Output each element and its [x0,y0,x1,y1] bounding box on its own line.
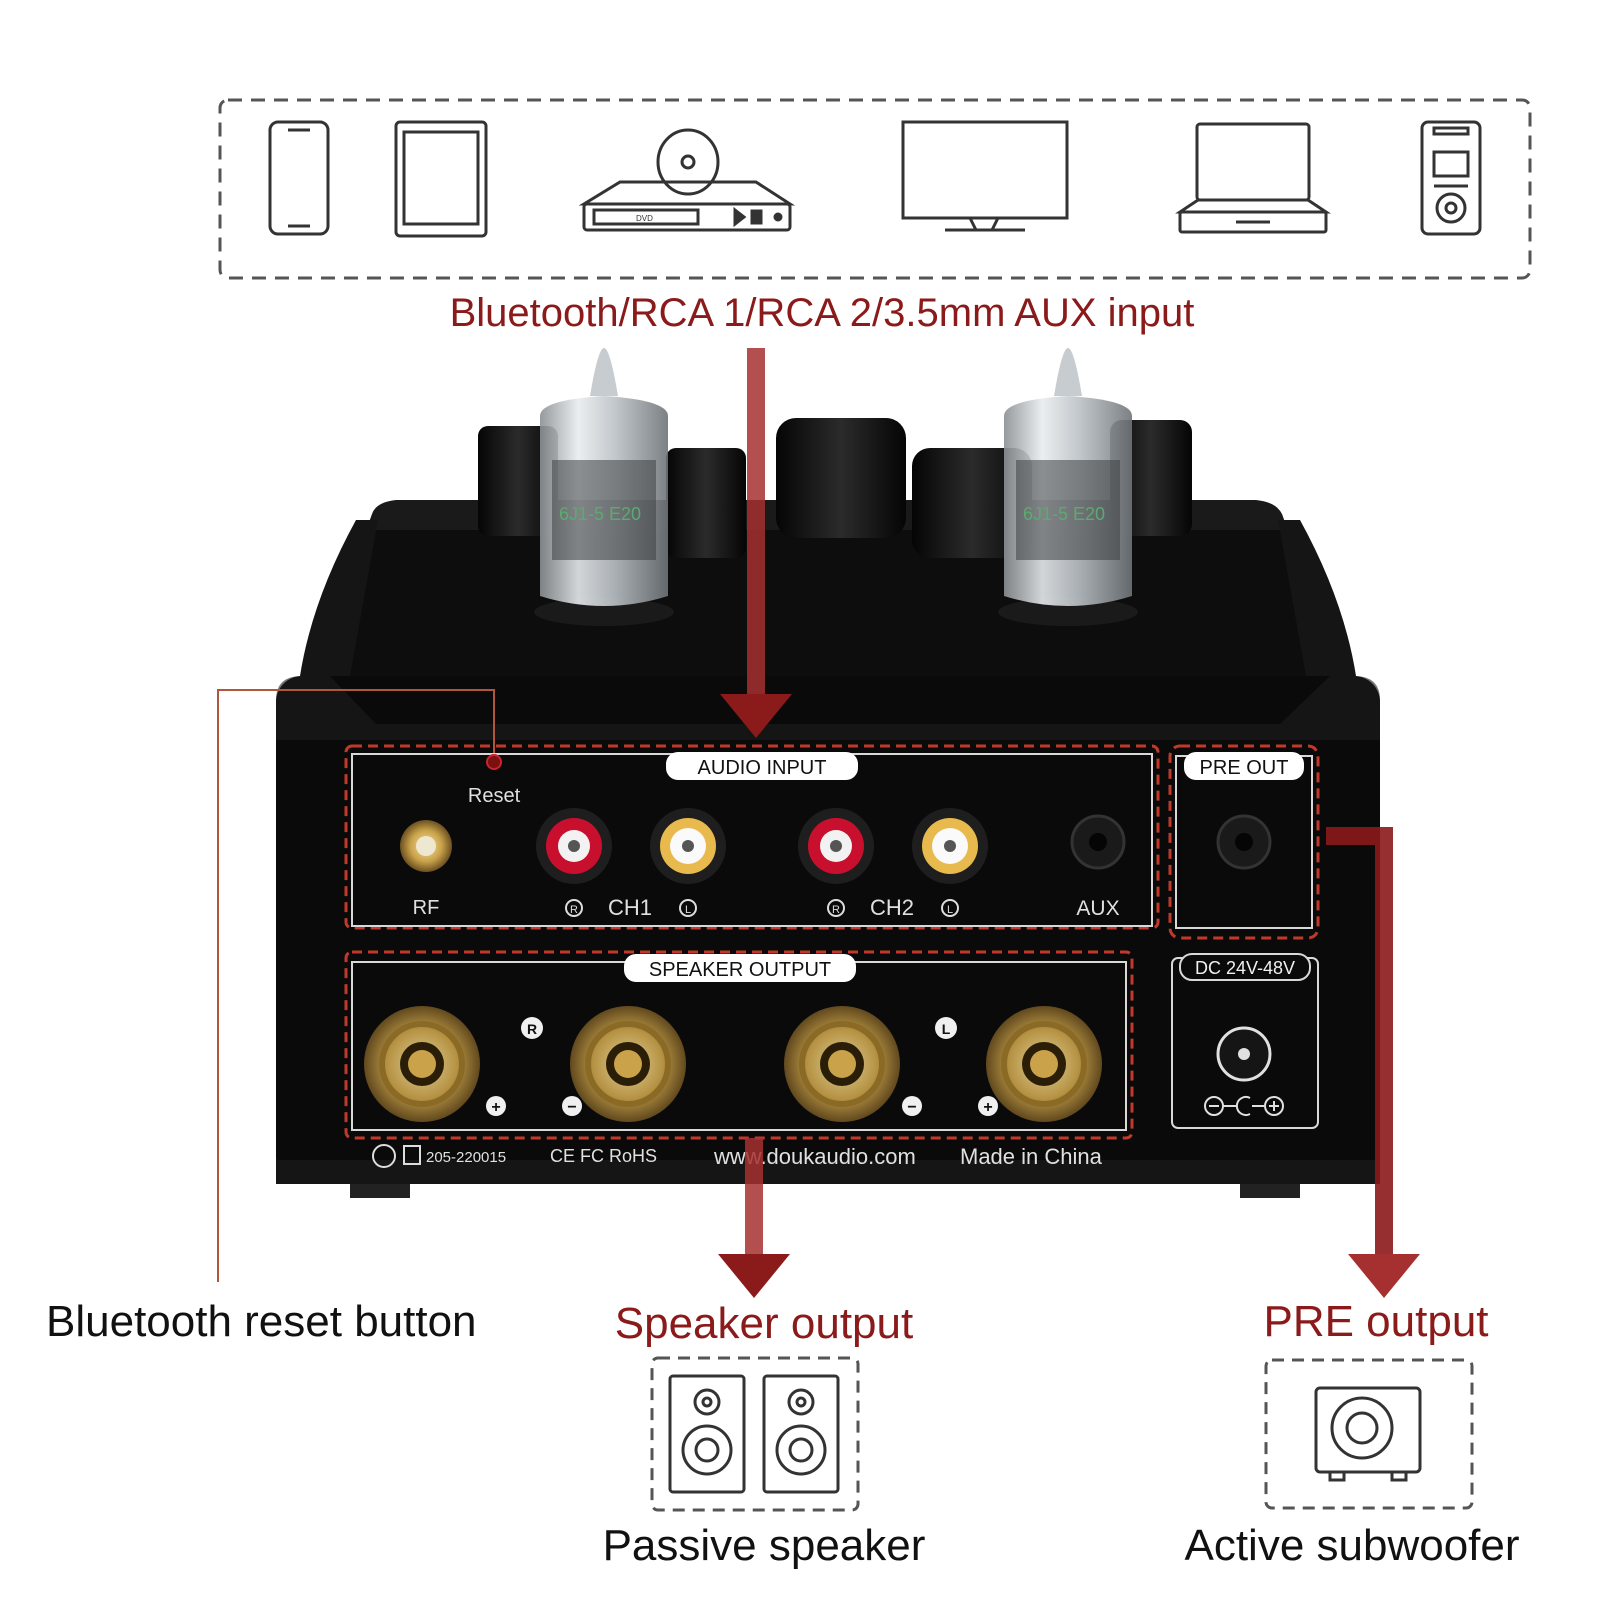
aux-jack[interactable] [1070,814,1126,870]
ch1-r-rca-jack[interactable] [536,808,612,884]
speaker-terminal-l-minus[interactable] [784,1006,900,1122]
source-devices-box: DVD [218,98,1532,280]
speaker-terminal-l-plus[interactable] [986,1006,1102,1122]
tablet-icon [394,120,488,238]
active-subwoofer-box [1264,1358,1474,1510]
aux-label: AUX [1076,897,1119,920]
polarity-symbol [1204,1096,1284,1116]
ch1-l-rca-jack[interactable] [650,808,726,884]
subwoofer-icon [1314,1386,1422,1482]
speaker-icon [762,1374,840,1494]
l-minus-mark: − [907,1099,916,1116]
input-arrow [720,348,792,738]
audio-input-panel: AUDIO INPUT Reset RF R CH1 L [344,744,1160,930]
speaker-l-mark: L [942,1021,951,1037]
top-input-label: Bluetooth/RCA 1/RCA 2/3.5mm AUX input [450,291,1195,335]
cert-code: 205-220015 [426,1149,506,1166]
ch1-label: CH1 [608,895,652,920]
speaker-icon [668,1374,746,1494]
reset-button[interactable] [486,754,502,770]
speaker-terminal-r-plus[interactable] [364,1006,480,1122]
pre-arrow [1326,827,1420,1298]
speaker-output-panel: SPEAKER OUTPUT R L [344,950,1134,1140]
media-player-icon [1420,120,1482,236]
passive-speaker-label: Passive speaker [603,1521,926,1570]
pre-out-jack[interactable] [1216,814,1272,870]
reset-callout-label: Bluetooth reset button [46,1297,477,1346]
pre-out-panel: PRE OUT [1168,744,1320,940]
dvd-player-icon: DVD [578,128,796,232]
vacuum-tube-right: 6J1-5 E20 [998,348,1138,626]
ch2-r-rca-jack[interactable] [798,808,874,884]
ch1-l-mark: L [685,904,691,916]
rf-label: RF [413,897,440,919]
r-plus-mark: + [491,1099,500,1116]
ch2-l-mark: L [947,904,953,916]
speaker-output-label: SPEAKER OUTPUT [649,959,831,981]
dc-voltage-label: DC 24V-48V [1195,958,1295,978]
ch2-r-mark: R [832,904,840,916]
reset-callout-line [217,689,495,1282]
pre-out-label: PRE OUT [1200,757,1289,779]
passive-speaker-box [650,1356,860,1512]
ch1-r-mark: R [570,904,578,916]
cert-marks: CE FC RoHS [550,1146,657,1166]
audio-input-label: AUDIO INPUT [698,757,827,779]
speaker-terminal-r-minus[interactable] [570,1006,686,1122]
laptop-icon [1175,122,1331,234]
svg-text:6J1-5 E20: 6J1-5 E20 [559,504,641,524]
ch2-label: CH2 [870,895,914,920]
pre-output-callout: PRE output [1263,1297,1488,1346]
rf-antenna-port[interactable] [400,820,452,872]
r-minus-mark: − [567,1099,576,1116]
svg-text:6J1-5 E20: 6J1-5 E20 [1023,504,1105,524]
origin: Made in China [960,1144,1103,1169]
smartphone-icon [268,120,330,236]
dvd-logo-text: DVD [636,214,653,223]
ch2-l-rca-jack[interactable] [912,808,988,884]
dc-power-panel: DC 24V-48V [1171,953,1319,1129]
dc-power-jack[interactable] [1216,1026,1272,1082]
monitor-icon [901,120,1069,232]
website: www.doukaudio.com [713,1144,916,1169]
speaker-arrow [718,1138,790,1298]
speaker-output-callout: Speaker output [615,1299,913,1348]
l-plus-mark: + [983,1099,992,1116]
reset-label: Reset [468,785,521,807]
vacuum-tube-left: 6J1-5 E20 [534,348,674,626]
active-subwoofer-label: Active subwoofer [1184,1521,1519,1570]
speaker-r-mark: R [527,1021,537,1037]
